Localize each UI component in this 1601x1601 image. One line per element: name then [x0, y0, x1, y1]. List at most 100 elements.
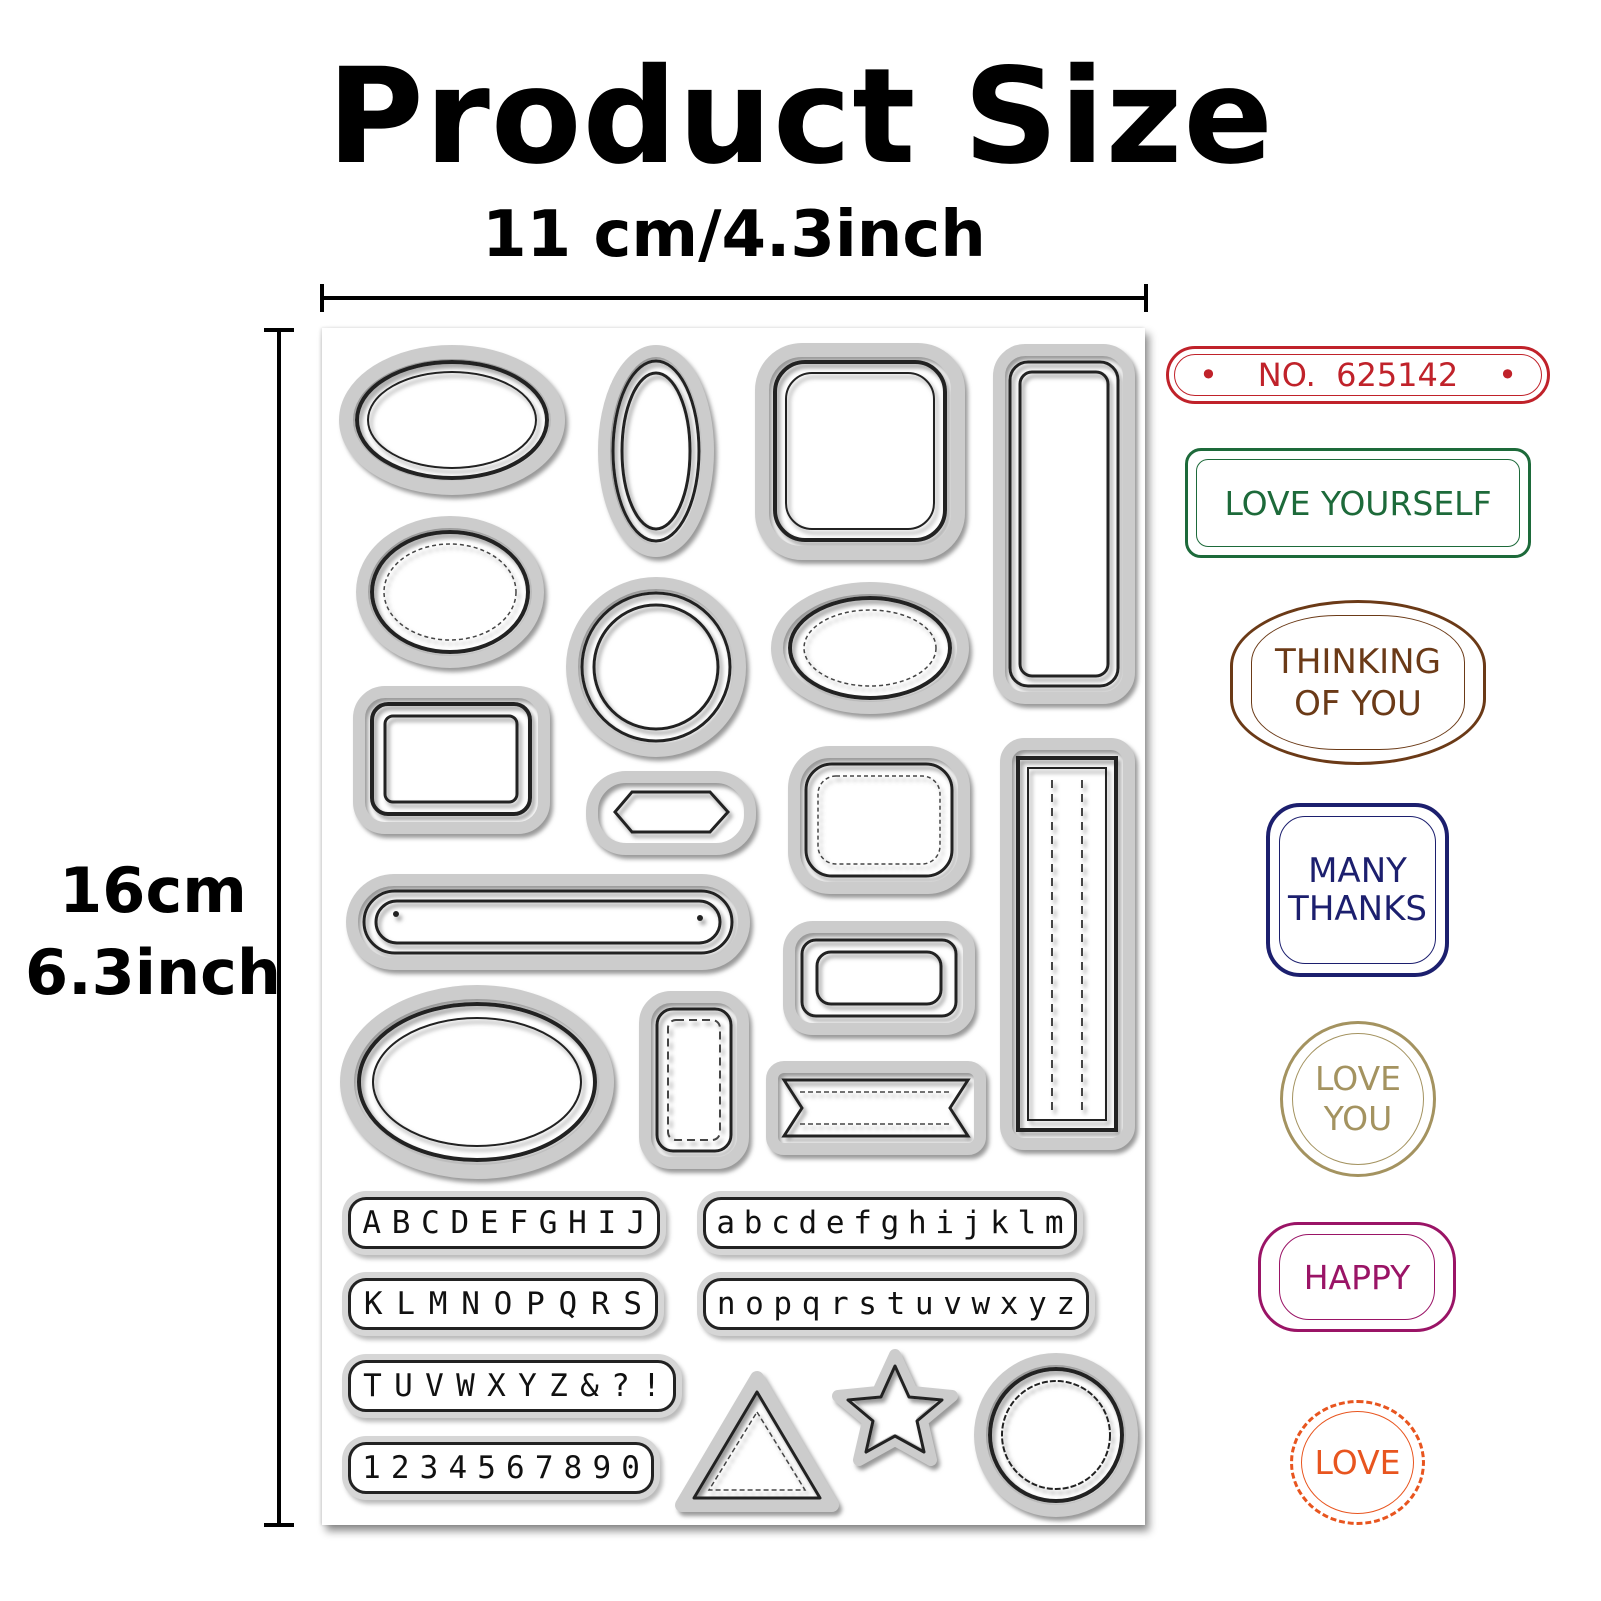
stamp-character: i	[935, 1205, 955, 1241]
stamp-character: H	[568, 1205, 587, 1241]
scalloped-circle-stamp	[974, 1353, 1138, 1517]
stamp-character: o	[745, 1286, 764, 1322]
stamp-character: n	[716, 1286, 736, 1322]
stamp-character: c	[771, 1205, 790, 1241]
height-label: 16cm 6.3inch	[18, 850, 288, 1014]
height-label-cm: 16cm	[59, 854, 247, 927]
stamp-character: O	[493, 1286, 513, 1322]
width-dimension-line	[320, 284, 1148, 312]
stamp-character: G	[538, 1205, 558, 1241]
stitched-small-rectangle-stamp	[639, 991, 749, 1169]
stamp-character: M	[428, 1286, 448, 1322]
sample-stamp-text: MANY	[1308, 851, 1407, 891]
page-title: Product Size	[327, 40, 1274, 194]
large-ornate-frame-stamp	[340, 985, 614, 1179]
stamp-character: J	[626, 1205, 646, 1241]
stamp-character: 7	[534, 1450, 554, 1486]
stamp-character: C	[421, 1205, 440, 1241]
stamp-character: Q	[558, 1286, 578, 1322]
sample-stamp-happy: HAPPY	[1258, 1222, 1456, 1332]
sample-stamp-text: THANKS	[1288, 889, 1427, 929]
sample-stamp-love-you: LOVE YOU	[1280, 1021, 1436, 1177]
stamp-character: N	[461, 1286, 480, 1322]
sample-stamp-love: LOVE	[1290, 1400, 1425, 1525]
stamp-character: 8	[563, 1450, 583, 1486]
stamp-character: P	[526, 1286, 545, 1322]
stamp-character: v	[943, 1286, 962, 1322]
sample-stamp-love-yourself: LOVE YOURSELF	[1185, 448, 1531, 558]
stamp-character: d	[798, 1205, 818, 1241]
stamp-character: K	[363, 1286, 383, 1322]
stamp-character: 6	[506, 1450, 525, 1486]
width-label: 11 cm/4.3inch	[482, 198, 986, 272]
stamp-character: f	[853, 1205, 872, 1241]
stamp-character: I	[597, 1205, 617, 1241]
stamp-character: S	[623, 1286, 643, 1322]
wavy-square-stamp	[755, 343, 965, 560]
stamp-character: E	[479, 1205, 499, 1241]
hexagon-pill-stamp	[586, 771, 756, 855]
stamp-character: g	[880, 1205, 900, 1241]
sample-stamp-number: •• NO. 625142	[1166, 346, 1550, 404]
stamp-character: l	[1017, 1205, 1037, 1241]
circle-stamp	[566, 577, 746, 757]
dotted-wavy-frame-stamp	[788, 746, 970, 894]
height-dimension-line	[264, 328, 294, 1527]
height-label-inch: 6.3inch	[24, 936, 282, 1009]
stamp-character: u	[914, 1286, 934, 1322]
stamp-character: A	[362, 1205, 382, 1241]
stamp-character: 0	[621, 1450, 640, 1486]
sample-stamp-thinking-of-you: THINKING OF YOU	[1230, 600, 1486, 765]
stamp-character: T	[363, 1368, 382, 1404]
stamp-character: r	[830, 1286, 849, 1322]
stamp-character: B	[391, 1205, 411, 1241]
oval-stamp	[598, 345, 714, 557]
stamp-character: 3	[419, 1450, 439, 1486]
stamp-character: U	[394, 1368, 413, 1404]
stamp-character: 2	[390, 1450, 410, 1486]
rectangle-stamp	[353, 686, 550, 834]
curved-label-stamp	[783, 921, 975, 1035]
stamp-character: e	[825, 1205, 845, 1241]
stamp-character: z	[1056, 1286, 1076, 1322]
triangle-stamp	[675, 1371, 839, 1512]
stamp-character: F	[509, 1205, 528, 1241]
stamp-character: s	[858, 1286, 877, 1322]
stamp-character: W	[456, 1368, 475, 1404]
stamp-character: !	[642, 1368, 661, 1404]
stamp-character: X	[487, 1368, 506, 1404]
stamp-character: &	[580, 1368, 599, 1404]
stamp-character: 9	[592, 1450, 612, 1486]
stamp-character: t	[886, 1286, 906, 1322]
dotted-ornate-stamp	[356, 516, 544, 668]
long-pill-stamp	[346, 874, 750, 970]
stamp-character: b	[743, 1205, 763, 1241]
stamp-character: a	[716, 1205, 736, 1241]
stamp-character: Y	[518, 1368, 537, 1404]
stamp-character: q	[801, 1286, 821, 1322]
stamp-character: 4	[448, 1450, 468, 1486]
banner-stamp	[766, 1061, 986, 1155]
stamp-character: x	[999, 1286, 1019, 1322]
stamp-character: D	[450, 1205, 470, 1241]
stamp-character: w	[971, 1286, 991, 1322]
stamp-character: p	[773, 1286, 793, 1322]
ornate-frame-stamp	[339, 345, 565, 495]
stamp-character: Z	[549, 1368, 568, 1404]
stamp-character: h	[907, 1205, 927, 1241]
stamp-character: y	[1028, 1286, 1047, 1322]
stamp-character: ?	[611, 1368, 630, 1404]
stamp-character: m	[1044, 1205, 1064, 1241]
tall-stitched-rectangle-stamp	[1000, 738, 1135, 1150]
stamp-character: j	[962, 1205, 982, 1241]
stamp-character: 5	[477, 1450, 496, 1486]
dotted-label-stamp	[771, 582, 969, 714]
